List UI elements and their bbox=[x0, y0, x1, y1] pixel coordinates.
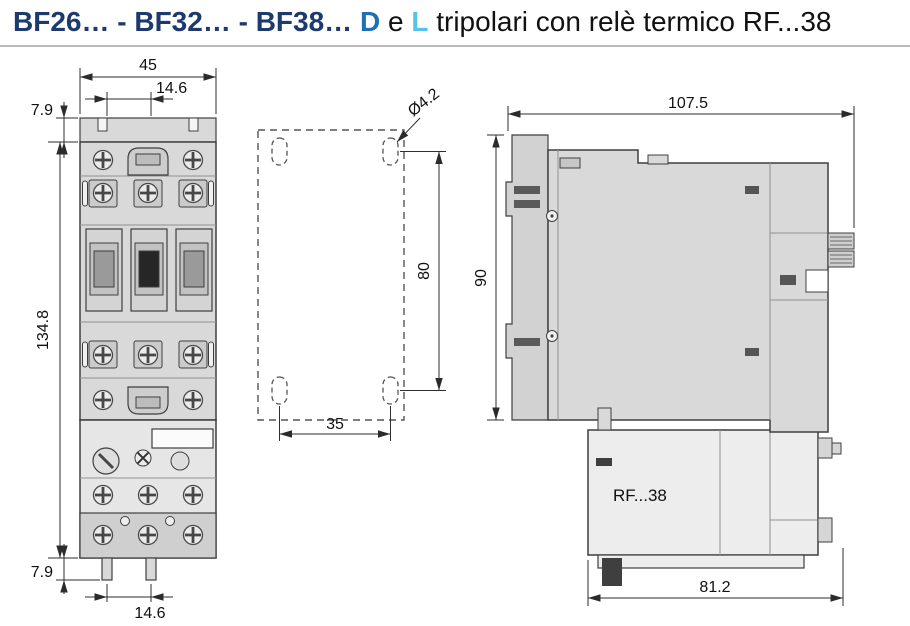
relay-foot bbox=[602, 558, 622, 586]
dim-foot-pitch-top: 14.6 bbox=[156, 80, 187, 97]
body-seam-lines bbox=[80, 175, 216, 379]
hook-mark bbox=[780, 275, 796, 285]
side-slot bbox=[208, 341, 214, 368]
mounting-hole bbox=[382, 137, 399, 166]
relay-connector-tab bbox=[597, 407, 612, 431]
extension-lines bbox=[106, 584, 152, 602]
vent-mark bbox=[514, 186, 540, 194]
coil-mark bbox=[559, 157, 581, 169]
pole-center bbox=[130, 228, 168, 312]
top-bump bbox=[647, 154, 669, 165]
pivot-dot bbox=[550, 214, 554, 218]
title-models: BF26… - BF32… - BF38… bbox=[13, 6, 353, 37]
title-conjunction: e bbox=[387, 6, 404, 37]
side-seam-lines bbox=[557, 150, 828, 420]
top-notch-left bbox=[97, 117, 108, 132]
screw-icon bbox=[92, 344, 114, 366]
dim-tab-bottom: 7.9 bbox=[31, 564, 53, 581]
drilling-outline bbox=[257, 129, 405, 421]
relay-base bbox=[597, 554, 805, 569]
mounting-hole bbox=[382, 376, 399, 405]
vent-mark bbox=[514, 338, 540, 346]
side-slot bbox=[208, 180, 214, 207]
relay-label-window bbox=[151, 428, 214, 449]
screw-icon bbox=[92, 149, 114, 171]
side-slot bbox=[82, 180, 88, 207]
screw-icon bbox=[137, 344, 159, 366]
dim-relay-depth: 81.2 bbox=[699, 579, 730, 596]
extension-lines bbox=[56, 558, 100, 581]
title-variant-d: D bbox=[359, 6, 381, 37]
relay-selector bbox=[170, 451, 190, 471]
relay-side: RF...38 bbox=[587, 429, 842, 586]
vent-mark bbox=[745, 348, 759, 356]
relay-seam-lines bbox=[719, 430, 818, 555]
relay-marker bbox=[596, 458, 612, 466]
bottom-foot-right bbox=[145, 557, 157, 581]
relay-body-side bbox=[587, 429, 819, 556]
screw-icon bbox=[182, 344, 204, 366]
dim-depth: 107.5 bbox=[668, 95, 708, 112]
top-clip-window bbox=[135, 153, 161, 166]
side-slot bbox=[82, 341, 88, 368]
dim-height-side: 90 bbox=[473, 269, 490, 287]
vent-mark bbox=[514, 200, 540, 208]
screw-icon bbox=[92, 182, 114, 204]
screw-icon bbox=[92, 484, 114, 506]
pivot-dot bbox=[550, 334, 554, 338]
mounting-hole bbox=[271, 376, 288, 405]
extension-lines bbox=[48, 117, 78, 143]
title-divider bbox=[0, 45, 910, 47]
vent-mark bbox=[745, 186, 759, 194]
screw-icon bbox=[182, 389, 204, 411]
pole-right bbox=[175, 228, 213, 312]
screw-icon bbox=[182, 182, 204, 204]
page-title: BF26… - BF32… - BF38… D e L tripolari co… bbox=[13, 6, 905, 38]
mounting-hole bbox=[271, 137, 288, 166]
pole-left bbox=[85, 228, 123, 312]
relay-terminal-screw bbox=[831, 442, 842, 455]
hook-notch bbox=[805, 269, 829, 293]
front-view-dimensions: 45 14.6 7.9 134.8 7.9 14.6 bbox=[31, 57, 217, 622]
dim-horizontal-pitch: 35 bbox=[326, 416, 344, 433]
screw-icon bbox=[137, 524, 159, 546]
dim-foot-pitch-bottom: 14.6 bbox=[134, 605, 165, 622]
bottom-clip-window bbox=[135, 396, 161, 409]
aux-hole bbox=[120, 516, 130, 526]
screw-icon bbox=[137, 484, 159, 506]
screw-icon bbox=[92, 389, 114, 411]
dim-vertical-pitch: 80 bbox=[416, 262, 433, 280]
title-description: tripolari con relè termico RF...38 bbox=[436, 6, 832, 37]
test-cross-icon bbox=[136, 451, 150, 465]
extension-lines bbox=[106, 92, 152, 116]
relay-terminal bbox=[817, 517, 833, 543]
relay-terminal bbox=[817, 437, 833, 459]
drilling-plan: Ø4.2 80 35 bbox=[257, 85, 446, 441]
extension-lines bbox=[79, 68, 217, 114]
screw-icon bbox=[182, 149, 204, 171]
terminal-screws-side bbox=[827, 232, 855, 268]
leader-line bbox=[396, 117, 421, 143]
title-variant-l: L bbox=[411, 6, 429, 37]
dim-tab-top: 7.9 bbox=[31, 102, 53, 119]
side-view-dimensions: 107.5 90 81.2 bbox=[473, 95, 855, 606]
dim-width-top: 45 bbox=[139, 57, 157, 74]
screw-icon bbox=[92, 524, 114, 546]
front-view bbox=[79, 117, 217, 581]
bottom-foot-left bbox=[101, 557, 113, 581]
screw-icon bbox=[137, 182, 159, 204]
top-notch-right bbox=[188, 117, 199, 132]
contactor-side-body bbox=[547, 149, 829, 433]
screw-icon bbox=[182, 524, 204, 546]
dial-slot bbox=[97, 452, 115, 470]
dim-hole-diameter: Ø4.2 bbox=[405, 85, 443, 120]
screw-icon bbox=[182, 484, 204, 506]
relay-label: RF...38 bbox=[613, 486, 667, 505]
side-view: RF...38 bbox=[505, 134, 855, 586]
din-rail-plate bbox=[505, 134, 549, 421]
extension-lines bbox=[507, 106, 855, 228]
aux-hole bbox=[165, 516, 175, 526]
dim-height: 134.8 bbox=[35, 310, 52, 350]
